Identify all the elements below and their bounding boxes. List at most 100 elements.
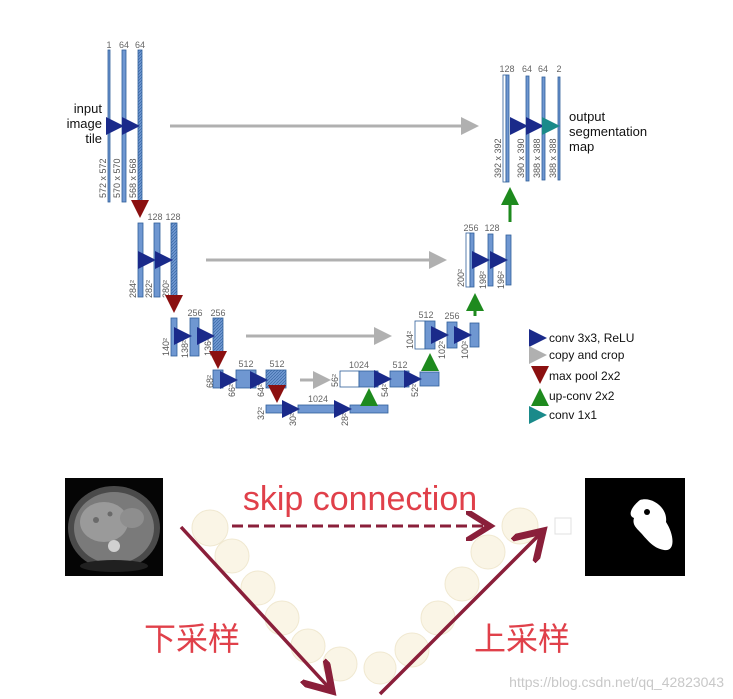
u4-fmap-2	[419, 371, 440, 387]
u4-fmap-up	[358, 370, 379, 388]
l1-size-c: 568 x 568	[128, 158, 138, 198]
u4-ch-a: 1024	[349, 360, 369, 370]
u1-fmap-copy	[502, 74, 507, 183]
legend: conv 3x3, ReLU copy and crop max pool 2x…	[529, 329, 634, 424]
l1-ch-1: 1	[106, 40, 111, 50]
lower-schematic: skip connection 下采样 上采样 https://blog.csd…	[65, 478, 724, 694]
l3-fmap-2	[212, 317, 224, 357]
l1-fmap-2	[137, 49, 143, 203]
l2-fmap-1	[153, 222, 161, 298]
u1-size-c: 388 x 388	[532, 138, 542, 178]
u2-fmap-2	[505, 234, 512, 286]
u1-ch-2: 2	[556, 64, 561, 74]
l3-size-c: 136²	[203, 338, 213, 356]
u1-size-a: 392 x 392	[493, 138, 503, 178]
l5-ch: 1024	[308, 394, 328, 404]
legend-copy-label: copy and crop	[549, 348, 625, 362]
u3-size-b: 102²	[437, 341, 447, 359]
u3-fmap-copy	[414, 320, 426, 350]
l5-size-b: 30²	[288, 413, 298, 426]
l5-fmap-0	[265, 404, 287, 414]
legend-pool-label: max pool 2x2	[549, 369, 621, 383]
output-label-line2: segmentation	[569, 124, 647, 139]
u2-size-c: 196²	[496, 271, 506, 289]
u3-fmap-up	[424, 320, 436, 350]
l2-fmap-2	[170, 222, 178, 298]
l3-ch-a: 256	[187, 308, 202, 318]
u4-size-b: 54²	[380, 384, 390, 397]
u3-size-c: 100²	[460, 341, 470, 359]
l2-size-a: 284²	[128, 280, 138, 298]
l3-size-a: 140²	[161, 338, 171, 356]
l1-ch-64a: 64	[119, 40, 129, 50]
u2-ch-b: 128	[484, 223, 499, 233]
upsample-arrow	[378, 531, 543, 696]
u1-size-d: 388 x 388	[548, 138, 558, 178]
input-label-line2: image	[67, 116, 102, 131]
u2-ch-a: 256	[463, 223, 478, 233]
l4-size-a: 68²	[205, 375, 215, 388]
l3-fmap-0	[170, 317, 178, 357]
segmentation-mask-image	[585, 478, 685, 576]
legend-upconv-label: up-conv 2x2	[549, 389, 615, 403]
unet-diagram: input image tile 1 64 64 572 x 572 570 x…	[67, 40, 647, 426]
ct-scan-image	[65, 478, 163, 576]
l5-size-a: 32²	[256, 407, 266, 420]
u2-fmap-up	[469, 232, 475, 288]
u1-ch-64a: 64	[522, 64, 532, 74]
l1-size-a: 572 x 572	[98, 158, 108, 198]
l2-ch-a: 128	[147, 212, 162, 222]
u3-ch-a: 512	[418, 310, 433, 320]
u4-size-c: 52²	[410, 384, 420, 397]
legend-conv-label: conv 3x3, ReLU	[549, 331, 634, 345]
u1-fmap-out	[557, 76, 561, 181]
u4-size-a: 56²	[330, 374, 340, 387]
u1-ch-128: 128	[499, 64, 514, 74]
input-label-line1: input	[74, 101, 103, 116]
l4-size-b: 66²	[227, 384, 237, 397]
l1-fmap-1	[121, 49, 127, 203]
l2-size-b: 282²	[144, 280, 154, 298]
input-label-line3: tile	[85, 131, 102, 146]
l4-ch-b: 512	[269, 359, 284, 369]
u2-size-b: 198²	[478, 271, 488, 289]
u4-ch-b: 512	[392, 360, 407, 370]
l4-fmap-1	[235, 369, 257, 389]
u3-fmap-1	[446, 321, 458, 349]
u4-fmap-copy	[339, 370, 360, 388]
l5-fmap-1	[297, 404, 339, 414]
l2-size-c: 280²	[161, 280, 171, 298]
l5-fmap-2	[349, 404, 389, 414]
l3-fmap-1	[189, 317, 200, 357]
u1-ch-64b: 64	[538, 64, 548, 74]
l4-ch-a: 512	[238, 359, 253, 369]
u2-fmap-copy	[465, 232, 471, 288]
u3-fmap-2	[469, 322, 480, 348]
l1-ch-64b: 64	[135, 40, 145, 50]
u2-fmap-1	[487, 233, 494, 287]
l5-size-c: 28²	[340, 413, 350, 426]
u3-size-a: 104²	[405, 331, 415, 349]
watermark: https://blog.csdn.net/qq_42823043	[509, 674, 724, 690]
l2-ch-b: 128	[165, 212, 180, 222]
downsample-label: 下采样	[144, 620, 240, 658]
u2-size-a: 200²	[456, 269, 466, 287]
faint-u-background	[191, 507, 572, 685]
u1-fmap-2	[541, 76, 546, 181]
l3-ch-b: 256	[210, 308, 225, 318]
u4-fmap-1	[389, 370, 410, 388]
upsample-label: 上采样	[474, 620, 570, 658]
l1-size-b: 570 x 570	[112, 158, 122, 198]
l4-size-c: 64²	[256, 384, 266, 397]
l2-fmap-0	[137, 222, 144, 298]
output-label-line1: output	[569, 109, 606, 124]
skip-connection-label: skip connection	[243, 480, 477, 518]
l4-fmap-2	[265, 369, 287, 389]
legend-conv1x1-label: conv 1x1	[549, 408, 597, 422]
u3-ch-b: 256	[444, 311, 459, 321]
u1-fmap-1	[525, 75, 530, 182]
l3-size-b: 138²	[180, 340, 190, 358]
l1-fmap-input	[107, 49, 111, 203]
u1-size-b: 390 x 390	[516, 138, 526, 178]
